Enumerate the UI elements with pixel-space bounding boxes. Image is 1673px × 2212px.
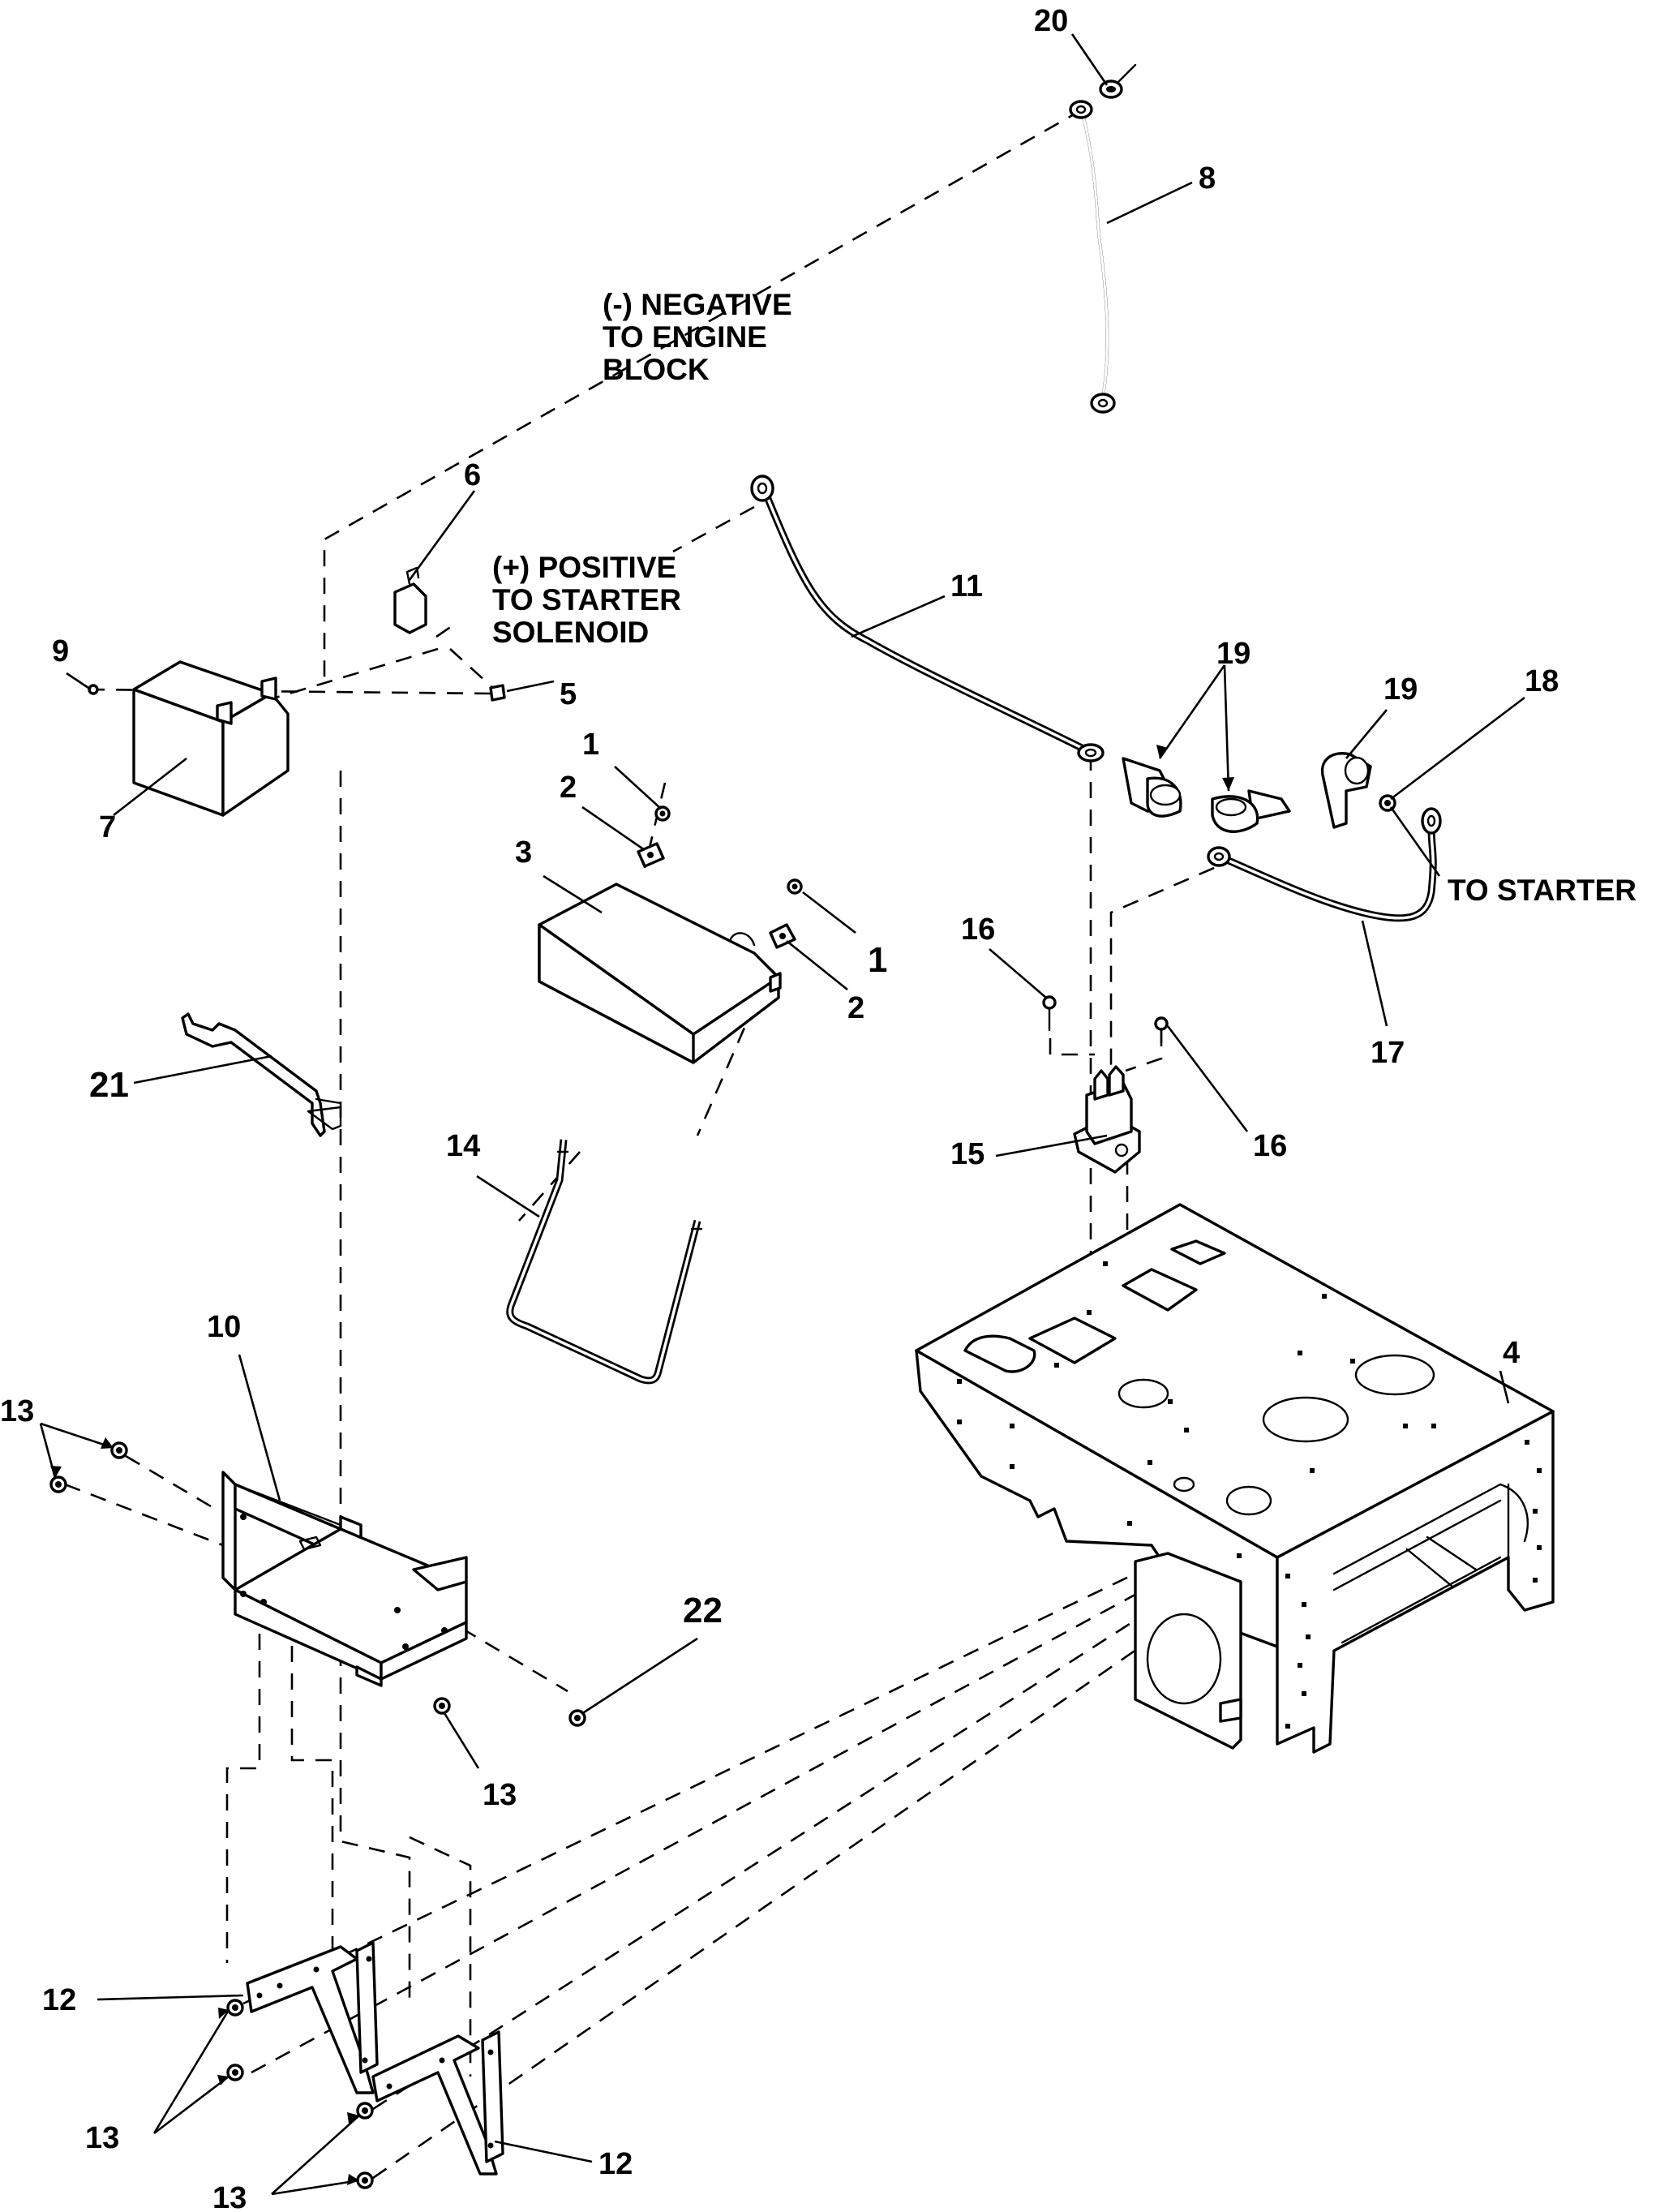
note-positive: (+) POSITIVE TO STARTER SOLENOID bbox=[492, 551, 681, 649]
callout-11: 11 bbox=[950, 569, 983, 603]
callout-9: 9 bbox=[52, 634, 69, 668]
arrowheads bbox=[50, 745, 1234, 2185]
chassis-frame bbox=[915, 1203, 1555, 1754]
battery bbox=[132, 660, 290, 817]
small-part-6 bbox=[393, 566, 427, 634]
battery-tray bbox=[221, 1471, 468, 1687]
screw-16a bbox=[1042, 995, 1057, 1032]
callout-13b: 13 bbox=[483, 1778, 517, 1812]
callout-labels: 20 8 6 11 19 19 18 9 5 7 1 2 3 1 2 16 17… bbox=[0, 4, 1559, 2212]
callout-22: 22 bbox=[683, 1591, 723, 1630]
positive-cable bbox=[750, 475, 1105, 762]
battery-cover bbox=[538, 883, 782, 1064]
starter-cable bbox=[1207, 807, 1442, 922]
callout-19a: 19 bbox=[1216, 637, 1250, 671]
callout-12b: 12 bbox=[598, 2147, 633, 2181]
note-to-starter: TO STARTER bbox=[1448, 874, 1637, 907]
callout-20: 20 bbox=[1034, 4, 1068, 38]
screw-16b bbox=[1154, 1016, 1169, 1044]
nut-22 bbox=[568, 1709, 586, 1727]
hardware-1b bbox=[787, 878, 803, 895]
callout-16a: 16 bbox=[961, 913, 995, 947]
note-positive-line3: SOLENOID bbox=[492, 616, 649, 649]
callout-14: 14 bbox=[446, 1129, 480, 1163]
nut-13g bbox=[356, 2171, 374, 2189]
callout-19b: 19 bbox=[1383, 672, 1418, 707]
starter-solenoid bbox=[1073, 1065, 1141, 1174]
assembly-lines bbox=[64, 108, 1215, 2180]
callout-2a: 2 bbox=[560, 771, 577, 805]
bracket-21 bbox=[181, 1012, 342, 1137]
callout-17: 17 bbox=[1371, 1036, 1405, 1070]
callout-18: 18 bbox=[1525, 664, 1559, 698]
callout-7: 7 bbox=[99, 810, 116, 844]
callout-21: 21 bbox=[89, 1065, 129, 1105]
lock-washer bbox=[1099, 63, 1137, 99]
note-positive-line2: TO STARTER bbox=[492, 583, 681, 616]
note-negative-line1: (-) NEGATIVE bbox=[603, 288, 792, 321]
callout-15: 15 bbox=[950, 1137, 984, 1171]
callout-2b: 2 bbox=[847, 991, 864, 1025]
negative-cable bbox=[1069, 100, 1116, 414]
square-nut bbox=[489, 684, 506, 702]
callout-5: 5 bbox=[560, 677, 577, 711]
nut-13c bbox=[433, 1697, 451, 1715]
note-negative-line3: BLOCK bbox=[603, 353, 710, 386]
nut-13f bbox=[356, 2102, 374, 2120]
callout-6: 6 bbox=[464, 458, 481, 492]
callout-12a: 12 bbox=[42, 1983, 76, 2017]
terminal-boot-1 bbox=[1122, 757, 1182, 818]
nut-13b bbox=[49, 1475, 67, 1493]
callout-16b: 16 bbox=[1253, 1129, 1287, 1163]
note-negative: (-) NEGATIVE TO ENGINE BLOCK bbox=[603, 288, 792, 386]
hold-down-rod bbox=[506, 1139, 703, 1385]
mounting-bracket-2 bbox=[371, 2030, 504, 2175]
hardware-1a bbox=[654, 805, 671, 822]
callout-4: 4 bbox=[1503, 1336, 1520, 1370]
callout-3: 3 bbox=[515, 835, 532, 870]
callout-1b: 1 bbox=[868, 940, 887, 980]
nut-13e bbox=[226, 2064, 244, 2081]
mounting-bracket-1 bbox=[246, 1941, 379, 2094]
terminal-boot-2 bbox=[1211, 789, 1291, 833]
note-positive-line1: (+) POSITIVE bbox=[492, 551, 676, 584]
note-negative-line2: TO ENGINE bbox=[603, 320, 767, 354]
callout-13a: 13 bbox=[0, 1394, 34, 1428]
leader-lines bbox=[39, 33, 1525, 2196]
callout-8: 8 bbox=[1199, 161, 1216, 195]
callout-13c: 13 bbox=[85, 2121, 119, 2155]
callout-1a: 1 bbox=[582, 728, 599, 762]
nut-13d bbox=[226, 1999, 244, 2017]
terminal-boot-3 bbox=[1320, 752, 1372, 829]
nut-13a bbox=[110, 1441, 128, 1459]
callout-10: 10 bbox=[207, 1310, 241, 1344]
callout-13d: 13 bbox=[212, 2181, 247, 2212]
